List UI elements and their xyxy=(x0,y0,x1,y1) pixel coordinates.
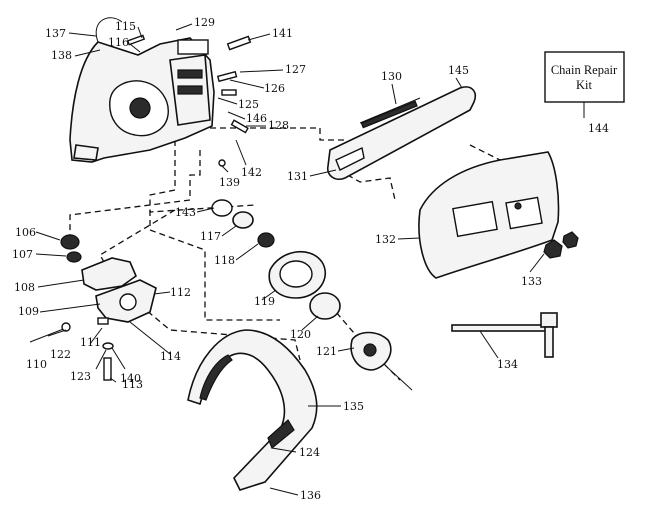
callout-119: 119 xyxy=(254,295,275,308)
kit-line-1: Chain Repair xyxy=(551,63,618,77)
callout-127: 127 xyxy=(285,63,306,76)
callout-125: 125 xyxy=(238,98,259,111)
callout-117: 117 xyxy=(200,230,221,243)
callouts: 137 115 129 116 138 141 127 126 125 146 … xyxy=(12,16,609,502)
callout-124: 124 xyxy=(299,446,320,459)
callout-133: 133 xyxy=(521,275,542,288)
callout-120: 120 xyxy=(290,328,311,341)
callout-111: 111 xyxy=(80,336,101,349)
callout-134: 134 xyxy=(497,358,518,371)
drive-parts xyxy=(211,199,413,391)
callout-115: 115 xyxy=(115,20,136,33)
sprocket-cover xyxy=(418,151,579,279)
callout-114: 114 xyxy=(160,350,181,363)
callout-140: 140 xyxy=(120,372,141,385)
callout-113: 113 xyxy=(122,378,143,391)
callout-138: 138 xyxy=(51,49,72,62)
callout-135: 135 xyxy=(343,400,364,413)
callout-146: 146 xyxy=(246,112,267,125)
callout-128: 128 xyxy=(268,119,289,132)
chain-repair-kit: Chain Repair Kit xyxy=(544,51,625,118)
callout-126: 126 xyxy=(264,82,285,95)
callout-141: 141 xyxy=(272,27,293,40)
callout-122: 122 xyxy=(50,348,71,361)
callout-110: 110 xyxy=(26,358,47,371)
guide-bar xyxy=(326,86,476,181)
callout-144: 144 xyxy=(588,122,609,135)
callout-129: 129 xyxy=(194,16,215,29)
callout-109: 109 xyxy=(18,305,39,318)
front-handle xyxy=(187,329,318,491)
bracket-assembly xyxy=(29,234,157,381)
scrench-tool xyxy=(451,312,558,358)
callout-143: 143 xyxy=(175,206,196,219)
callout-116: 116 xyxy=(108,36,129,49)
callout-145: 145 xyxy=(448,64,469,77)
housing-hardware xyxy=(126,34,252,167)
callout-123: 123 xyxy=(70,370,91,383)
callout-136: 136 xyxy=(300,489,321,502)
callout-130: 130 xyxy=(381,70,402,83)
leader-lines xyxy=(35,23,545,496)
callout-108: 108 xyxy=(14,281,35,294)
kit-line-2: Kit xyxy=(576,78,593,92)
callout-121: 121 xyxy=(316,345,337,358)
callout-112: 112 xyxy=(170,286,191,299)
callout-132: 132 xyxy=(375,233,396,246)
callout-131: 131 xyxy=(287,170,308,183)
callout-139: 139 xyxy=(219,176,240,189)
motor-housing xyxy=(69,17,215,163)
callout-118: 118 xyxy=(214,254,235,267)
callout-137: 137 xyxy=(45,27,66,40)
callout-142: 142 xyxy=(241,166,262,179)
callout-107: 107 xyxy=(12,248,33,261)
callout-106: 106 xyxy=(15,226,36,239)
